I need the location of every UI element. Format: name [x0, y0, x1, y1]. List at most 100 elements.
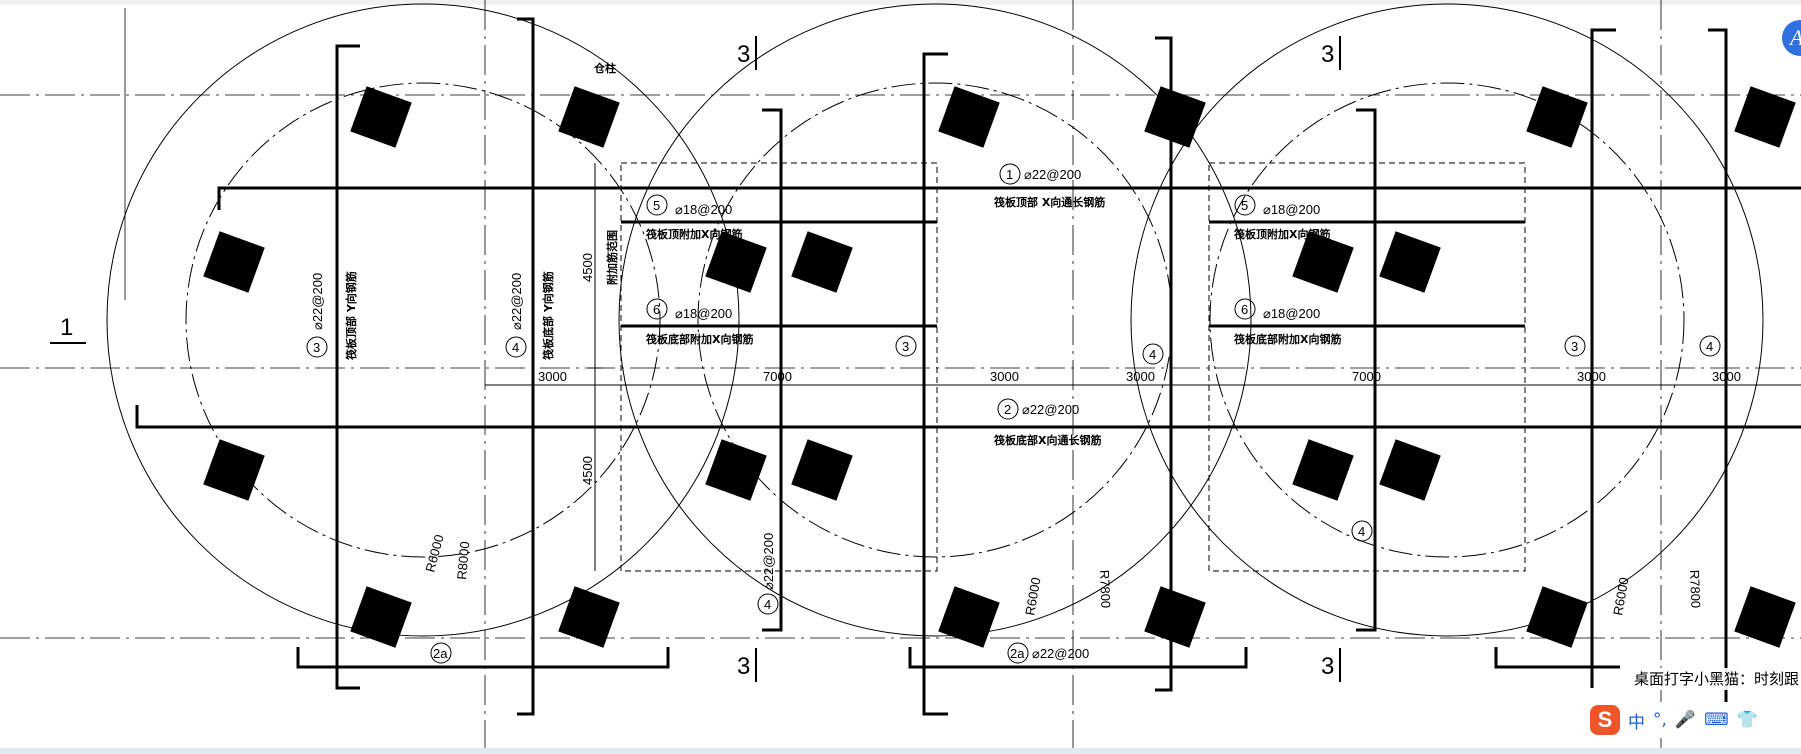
column-13 [791, 439, 853, 501]
svg-text:2a: 2a [433, 646, 448, 661]
svg-text:6: 6 [1241, 302, 1248, 317]
svg-text:筏板底部X向通长钢筋: 筏板底部X向通长钢筋 [994, 433, 1101, 447]
svg-text:3: 3 [902, 339, 909, 354]
svg-text:⌀22@200: ⌀22@200 [761, 533, 776, 590]
ime-toolbar: S 中 °, 🎤 ⌨ 👕 [1590, 702, 1801, 738]
add-range-rect-2 [1208, 162, 1526, 572]
rebar-3-top-y-3 [1590, 28, 1616, 688]
svg-text:3000: 3000 [538, 369, 567, 384]
rebar-4-side-1 [762, 108, 783, 632]
rebar-4-bottom-y-2 [1155, 36, 1173, 692]
svg-text:3000: 3000 [1712, 369, 1741, 384]
svg-text:筏板底部附加X向钢筋: 筏板底部附加X向钢筋 [1234, 332, 1341, 346]
section-mark-1: 1 [60, 314, 73, 341]
svg-text:R7800: R7800 [1687, 570, 1703, 609]
shirt-icon[interactable]: 👕 [1736, 710, 1758, 730]
column-16 [1144, 586, 1206, 648]
rebar-2-bottom-x [135, 405, 1801, 429]
rebar-3-top-y-2 [922, 52, 948, 716]
svg-text:R6000: R6000 [1610, 576, 1631, 616]
column-14 [1292, 439, 1354, 501]
svg-text:2: 2 [1004, 402, 1011, 417]
svg-text:4: 4 [1149, 347, 1156, 362]
input-mode-toggle[interactable]: 中 [1628, 712, 1645, 733]
punctuation-toggle[interactable]: °, [1653, 710, 1667, 730]
column-7 [350, 586, 412, 648]
bottom-strip [0, 748, 1801, 754]
svg-text:筏板顶附加X向钢筋: 筏板顶附加X向钢筋 [646, 227, 742, 241]
rebar-2a-3 [1494, 647, 1620, 669]
svg-text:5: 5 [653, 198, 660, 213]
svg-text:5: 5 [1241, 198, 1248, 213]
svg-text:仓柱: 仓柱 [593, 61, 616, 75]
svg-text:4500: 4500 [580, 456, 595, 485]
mic-icon[interactable]: 🎤 [1674, 710, 1697, 730]
column-5 [203, 439, 265, 501]
rebar-3-top-y-1 [335, 44, 360, 690]
svg-text:⌀22@200: ⌀22@200 [1024, 167, 1081, 182]
column-19 [1379, 231, 1441, 293]
svg-text:⌀18@200: ⌀18@200 [675, 306, 732, 321]
svg-text:4: 4 [512, 340, 519, 355]
svg-text:4: 4 [764, 597, 771, 612]
rebar-1-top-x [217, 186, 1801, 210]
section-mark-3a: 3 [737, 41, 750, 68]
keyboard-icon[interactable]: ⌨ [1704, 710, 1729, 730]
column-6 [705, 439, 767, 501]
ime-tip-text: 桌面打字小黑猫：时刻跟 [1630, 668, 1801, 690]
column-10 [1144, 86, 1206, 148]
rebar-4-bottom-y-3 [1708, 28, 1728, 714]
silo-outer-circle-3 [1130, 3, 1764, 637]
column-1 [350, 86, 412, 148]
svg-text:7000: 7000 [1352, 369, 1381, 384]
column-15 [938, 586, 1000, 648]
svg-text:7000: 7000 [763, 369, 792, 384]
column-21 [1526, 586, 1588, 648]
column-22 [1734, 586, 1796, 648]
svg-text:⌀18@200: ⌀18@200 [1263, 306, 1320, 321]
svg-text:R8000: R8000 [454, 541, 472, 580]
svg-text:⌀22@200: ⌀22@200 [1022, 402, 1079, 417]
svg-text:⌀18@200: ⌀18@200 [675, 202, 732, 217]
column-2 [558, 86, 620, 148]
rebar-2a-2 [908, 647, 1248, 669]
svg-text:⌀22@200: ⌀22@200 [1032, 646, 1089, 661]
silo-inner-circle-1 [185, 82, 661, 558]
svg-text:4: 4 [1706, 339, 1713, 354]
svg-text:筏板顶部 X向通长钢筋: 筏板顶部 X向通长钢筋 [994, 195, 1105, 209]
top-strip [0, 0, 1801, 5]
svg-text:⌀22@200: ⌀22@200 [310, 273, 325, 330]
svg-text:R6000: R6000 [422, 533, 446, 574]
svg-text:3000: 3000 [990, 369, 1019, 384]
svg-text:附加筋范围: 附加筋范围 [605, 230, 619, 285]
svg-text:6: 6 [653, 302, 660, 317]
svg-text:筏板底部附加X向钢筋: 筏板底部附加X向钢筋 [646, 332, 753, 346]
svg-text:3000: 3000 [1577, 369, 1606, 384]
svg-text:R6000: R6000 [1022, 576, 1043, 616]
rebar-2a-1 [296, 647, 670, 669]
svg-text:1: 1 [1006, 167, 1013, 182]
silo-inner-circle-3 [1209, 82, 1685, 558]
section-mark-3d: 3 [1321, 653, 1334, 680]
column-17 [1526, 86, 1588, 148]
column-11 [791, 231, 853, 293]
svg-text:3000: 3000 [1126, 369, 1155, 384]
column-3 [203, 231, 265, 293]
silo-outer-circle-2 [618, 3, 1252, 637]
column-9 [938, 86, 1000, 148]
svg-text:R7800: R7800 [1097, 570, 1113, 609]
svg-text:3: 3 [313, 340, 320, 355]
svg-text:筏板顶附加X向钢筋: 筏板顶附加X向钢筋 [1234, 227, 1330, 241]
add-range-rect-1 [620, 162, 938, 572]
column-20 [1379, 439, 1441, 501]
column-8 [558, 586, 620, 648]
svg-text:4: 4 [1358, 524, 1365, 539]
svg-text:筏板顶部 Y向钢筋: 筏板顶部 Y向钢筋 [344, 271, 358, 360]
column-18 [1734, 86, 1796, 148]
section-mark-3c: 3 [737, 653, 750, 680]
sogou-logo[interactable]: S [1590, 705, 1620, 735]
svg-text:4500: 4500 [580, 253, 595, 282]
floating-assistant-button[interactable]: A [1782, 20, 1801, 56]
rebar-4-bottom-y-1 [517, 17, 535, 716]
